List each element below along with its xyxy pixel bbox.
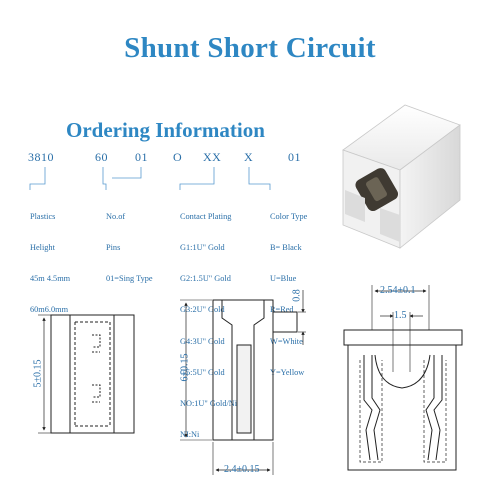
code-suffix: 01 (288, 150, 301, 164)
code-plating: XX (203, 150, 222, 164)
pins-desc: No.of Pins 01=Sing Type (106, 211, 153, 284)
page-title: Shunt Short Circuit (124, 32, 376, 64)
side-height-label: 5±0.15 (32, 359, 44, 388)
front-view-drawing (180, 290, 306, 475)
plating-desc: Contact Plating G1:1U" Gold G2:1.5U" Gol… (180, 211, 238, 440)
tab-label: 0.8 (291, 289, 303, 302)
leader-lines (29, 167, 271, 190)
shunt-3d-render (342, 104, 461, 249)
section-view-drawing (343, 285, 463, 471)
front-height-label: 6±0.15 (179, 353, 191, 382)
slot-label: 1.5 (394, 310, 407, 321)
code-height: 60 (95, 150, 108, 164)
plastics-desc: Plastics Helight 45m 4.5mm 60m6.0mm (30, 211, 71, 315)
code-series: 3810 (28, 150, 54, 164)
front-width-label: 2.4±0.15 (224, 464, 260, 475)
color-desc: Color Type B= Black U=Blue R=Red W=White… (270, 211, 308, 377)
code-pins: 01 (135, 150, 148, 164)
code-type: O (173, 150, 183, 164)
code-color: X (244, 150, 254, 164)
pitch-label: 2.54±0.1 (380, 285, 416, 296)
side-view-drawing (38, 314, 135, 434)
ordering-info-heading: Ordering Information (66, 118, 265, 142)
